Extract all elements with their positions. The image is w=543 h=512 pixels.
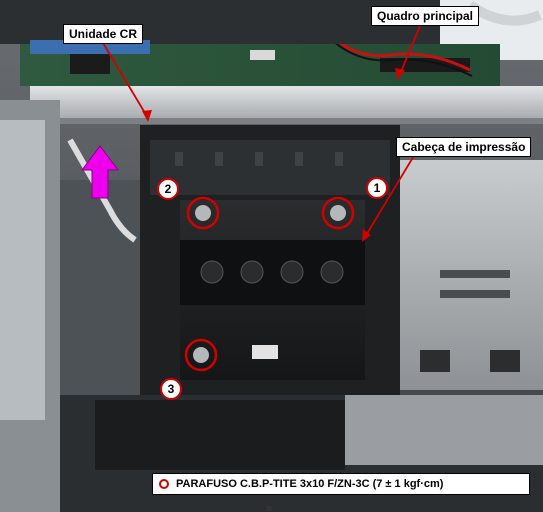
bottom-marker bbox=[267, 506, 272, 511]
carriage-top bbox=[150, 140, 390, 195]
bottom-right-plate bbox=[345, 395, 543, 465]
legend-text: PARAFUSO C.B.P-TITE 3x10 F/ZN-3C (7 ± 1 … bbox=[176, 478, 444, 490]
pcb-chip bbox=[70, 52, 110, 74]
left-inner-chassis bbox=[60, 180, 150, 420]
carriage-rail bbox=[30, 86, 543, 124]
black-wire bbox=[321, 29, 473, 77]
screw-marker-rings bbox=[184, 196, 355, 372]
callout-main-board: Quadro principal bbox=[371, 6, 480, 26]
ring-marker-icon bbox=[159, 479, 169, 489]
carriage-teeth bbox=[175, 152, 343, 166]
screw-number-badge: 1 bbox=[366, 177, 388, 199]
left-label-area bbox=[0, 120, 45, 420]
leader-print-head bbox=[364, 153, 416, 238]
ring-marker-icon bbox=[184, 338, 218, 372]
ring-marker-icon bbox=[321, 196, 355, 230]
screw-number-badge: 3 bbox=[160, 378, 182, 400]
right-guide-slots bbox=[420, 270, 520, 372]
ink-nozzle-ports bbox=[200, 260, 344, 284]
rail-edge bbox=[30, 118, 543, 124]
callout-print-head: Cabeça de impressão bbox=[396, 137, 532, 157]
head-label-sticker bbox=[252, 345, 278, 359]
up-arrow-icon bbox=[81, 145, 119, 199]
screw-legend: PARAFUSO C.B.P-TITE 3x10 F/ZN-3C (7 ± 1 … bbox=[152, 473, 530, 495]
white-cable-left bbox=[67, 138, 137, 243]
pcb-connector bbox=[250, 50, 275, 60]
leader-main-board bbox=[399, 25, 421, 75]
screw-number-badge: 2 bbox=[157, 178, 179, 200]
leader-carriage-unit bbox=[99, 37, 149, 119]
screw-heads bbox=[193, 205, 346, 363]
leader-arrows bbox=[99, 25, 421, 242]
callout-carriage-unit: Unidade CR bbox=[63, 24, 144, 44]
bottom-black-block bbox=[95, 400, 345, 470]
ring-marker-icon bbox=[186, 196, 220, 230]
